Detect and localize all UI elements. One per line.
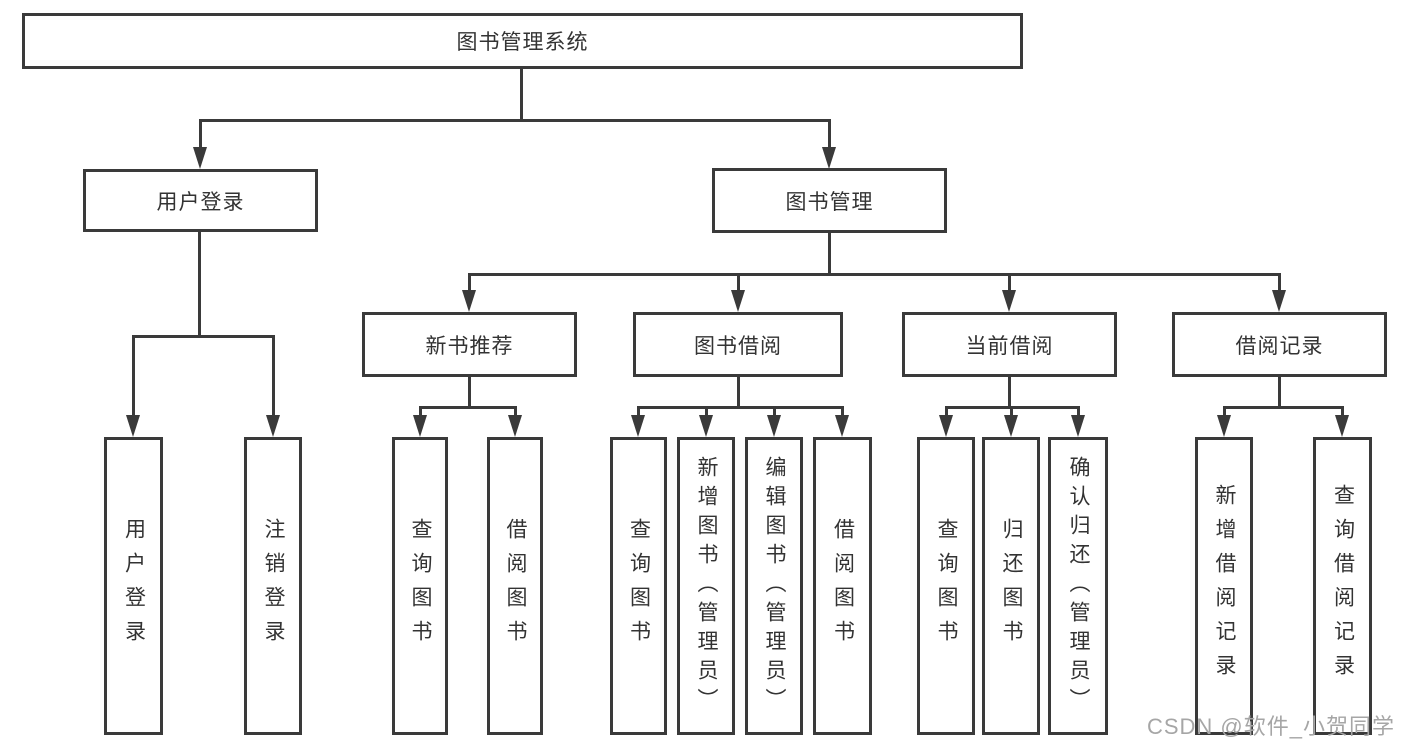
connector-line: [1077, 406, 1080, 417]
node-label: 查询图书: [935, 518, 958, 654]
connector-line: [419, 406, 422, 417]
node-library-management-system: 图书管理系统: [22, 13, 1023, 69]
connector-line: [1010, 406, 1013, 417]
node-label: 图书管理: [785, 190, 874, 214]
node-borrowing-records: 借阅记录: [1172, 312, 1387, 377]
arrowhead-icon: [126, 415, 140, 437]
connector-line: [1341, 406, 1344, 417]
leaf-logout: 注销登录: [244, 437, 302, 735]
arrowhead-icon: [731, 290, 745, 312]
arrowhead-icon: [1272, 290, 1286, 312]
leaf-borrow-books-recommend: 借阅图书: [487, 437, 543, 735]
node-label: 查询借阅记录: [1331, 484, 1355, 688]
leaf-edit-book-admin: 编辑图书（管理员）: [745, 437, 803, 735]
connector-line: [468, 273, 471, 292]
connector-line: [945, 406, 948, 417]
connector-line: [1223, 406, 1344, 409]
arrowhead-icon: [1217, 415, 1231, 437]
arrowhead-icon: [1002, 290, 1016, 312]
node-label: 用户登录: [122, 518, 146, 654]
node-label: 查询图书: [409, 518, 432, 654]
connector-line: [737, 377, 740, 406]
connector-line: [419, 406, 517, 409]
node-label: 新增图书（管理员）: [695, 455, 718, 717]
connector-line: [737, 273, 740, 292]
connector-line: [198, 231, 201, 335]
arrowhead-icon: [835, 415, 849, 437]
node-label: 图书管理系统: [456, 31, 589, 54]
leaf-add-book-admin: 新增图书（管理员）: [677, 437, 735, 735]
node-book-borrowing: 图书借阅: [633, 312, 843, 377]
node-label: 编辑图书（管理员）: [763, 455, 786, 717]
leaf-confirm-return-admin: 确认归还（管理员）: [1048, 437, 1108, 735]
connector-line: [841, 406, 844, 417]
connector-line: [828, 119, 831, 149]
node-label: 当前借阅: [965, 334, 1054, 358]
connector-line: [637, 406, 640, 417]
node-label: 查询图书: [627, 518, 651, 654]
connector-line: [199, 119, 202, 149]
arrowhead-icon: [1335, 415, 1349, 437]
node-label: 新书推荐: [425, 334, 514, 358]
node-label: 用户登录: [156, 190, 245, 214]
arrowhead-icon: [939, 415, 953, 437]
connector-line: [132, 335, 275, 338]
connector-line: [705, 406, 708, 417]
node-book-management: 图书管理: [712, 168, 947, 233]
connector-line: [520, 68, 523, 119]
connector-line: [1223, 406, 1226, 417]
arrowhead-icon: [699, 415, 713, 437]
arrowhead-icon: [1004, 415, 1018, 437]
leaf-user-login: 用户登录: [104, 437, 163, 735]
node-label: 借阅图书: [831, 518, 855, 654]
csdn-watermark: CSDN @软件_小贺同学: [1146, 714, 1395, 739]
node-label: 确认归还（管理员）: [1067, 455, 1090, 717]
connector-line: [1008, 273, 1011, 292]
arrowhead-icon: [767, 415, 781, 437]
leaf-query-books-recommend: 查询图书: [392, 437, 448, 735]
arrowhead-icon: [462, 290, 476, 312]
connector-line: [272, 335, 275, 417]
arrowhead-icon: [508, 415, 522, 437]
connector-line: [468, 377, 471, 406]
node-label: 新增借阅记录: [1213, 484, 1236, 688]
arrowhead-icon: [822, 147, 836, 169]
arrowhead-icon: [1071, 415, 1085, 437]
leaf-add-borrow-record: 新增借阅记录: [1195, 437, 1253, 735]
node-label: 借阅图书: [504, 518, 527, 654]
arrowhead-icon: [631, 415, 645, 437]
leaf-return-books: 归还图书: [982, 437, 1040, 735]
connector-line: [828, 233, 831, 273]
node-label: 注销登录: [262, 518, 285, 654]
node-label: 归还图书: [1000, 518, 1023, 654]
connector-line: [1278, 273, 1281, 292]
node-new-book-recommendation: 新书推荐: [362, 312, 577, 377]
leaf-borrow-books: 借阅图书: [813, 437, 872, 735]
leaf-query-borrow-record: 查询借阅记录: [1313, 437, 1372, 735]
connector-line: [1008, 377, 1011, 406]
connector-line: [773, 406, 776, 417]
node-label: 图书借阅: [694, 334, 782, 358]
connector-line: [1278, 377, 1281, 406]
connector-line: [637, 406, 844, 409]
connector-line: [468, 273, 1281, 276]
node-user-login: 用户登录: [83, 169, 318, 232]
arrowhead-icon: [193, 147, 207, 169]
arrowhead-icon: [413, 415, 427, 437]
node-label: 借阅记录: [1235, 334, 1324, 358]
node-current-borrowing: 当前借阅: [902, 312, 1117, 377]
connector-line: [514, 406, 517, 417]
leaf-query-books-current: 查询图书: [917, 437, 975, 735]
leaf-query-books-borrow: 查询图书: [610, 437, 667, 735]
arrowhead-icon: [266, 415, 280, 437]
connector-line: [132, 335, 135, 417]
connector-line: [199, 119, 830, 122]
